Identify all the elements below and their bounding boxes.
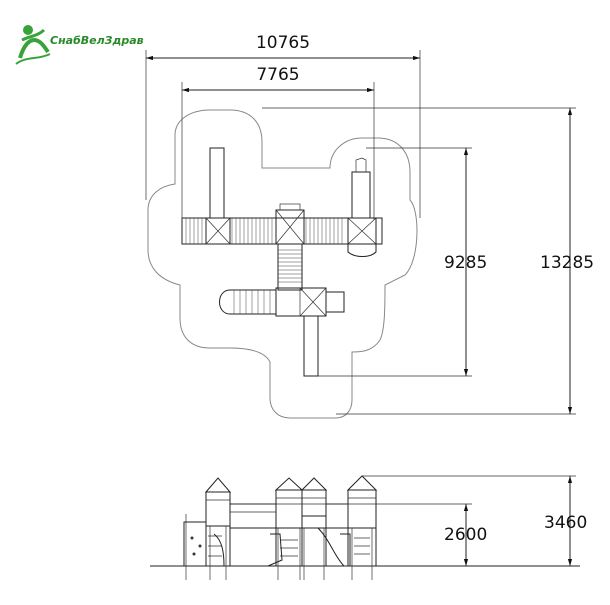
safety-zone-outline (147, 109, 418, 419)
upper-bridge-slats (185, 218, 343, 244)
overall-height-label: 13285 (540, 253, 594, 273)
bridge-2-elevation (325, 503, 349, 529)
lower-ladder (325, 291, 345, 313)
center-bridge (277, 243, 303, 291)
inner-width-label: 7765 (256, 65, 299, 85)
tower-1-elevation (204, 477, 232, 580)
plan-view (147, 109, 418, 419)
bridge-1-elevation (229, 503, 277, 529)
right-slide (351, 171, 371, 219)
tower-left-plan (205, 217, 231, 245)
climbing-wall (183, 514, 207, 580)
tower-2-elevation (267, 477, 304, 580)
tower-right-plan (347, 217, 377, 257)
left-slide (209, 147, 225, 219)
inner-height-label: 9285 (444, 253, 487, 273)
tower-3-elevation (300, 477, 345, 580)
total-height-label: 3460 (544, 513, 587, 533)
tower-center-plan (275, 203, 305, 245)
overall-width-label: 10765 (256, 33, 310, 53)
tower-lower-plan (275, 287, 327, 317)
center-bridge-slats (278, 249, 302, 283)
lower-slide (303, 315, 319, 377)
elevation-dimensions: 2600 3460 (232, 475, 587, 566)
company-logo: СнабВелЗдрав (15, 25, 144, 65)
lower-tunnel (219, 289, 277, 315)
lower-tunnel-rings (233, 290, 271, 314)
tower-4-elevation (340, 475, 378, 580)
elevation-view (150, 475, 580, 580)
logo-text: СнабВелЗдрав (50, 34, 144, 47)
logo-figure-icon (15, 25, 51, 65)
plan-dimensions: 10765 7765 9285 13285 (145, 33, 594, 415)
platform-height-label: 2600 (444, 525, 487, 545)
